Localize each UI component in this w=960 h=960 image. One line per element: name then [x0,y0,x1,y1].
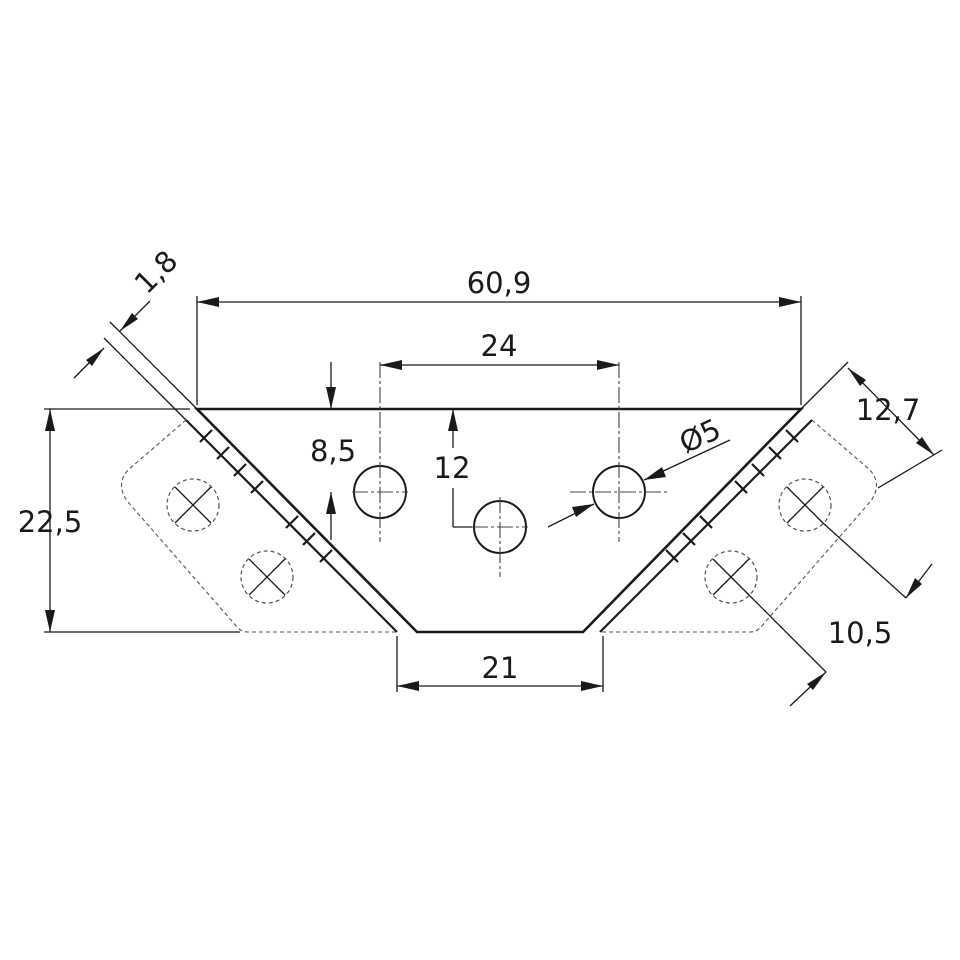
dim-label-hole-diameter: Ø5 [674,412,726,460]
left-bend-ticks [199,429,333,563]
wing-hole-left-1 [166,478,220,532]
dim-label-wing-hole-offset: 10,5 [828,616,893,650]
dim-hole-drop: 12 [428,409,476,528]
dim-bottom-width: 21 [396,636,604,692]
dim-label-overall-width: 60,9 [467,266,532,300]
wing-hole-right-2 [704,550,758,604]
dim-label-hole-spacing: 24 [481,329,518,363]
dim-label-height: 22,5 [18,505,83,539]
holes [352,362,668,577]
wing-hole-left-2 [240,550,294,604]
dim-thickness: 1,8 [73,244,198,421]
left-wing-hidden [120,419,397,633]
dim-height: 22,5 [18,408,240,633]
left-fold-line [185,419,398,633]
hole-centerlines [352,362,668,577]
dim-label-hole-offset: 8,5 [310,434,356,468]
dim-hole-spacing: 24 [380,329,619,370]
trapezoid-outline [193,407,805,634]
bracket-part [185,407,813,634]
dim-hole-offset: 8,5 [310,362,356,540]
dim-wing-hole-offset: 10,5 [748,522,933,707]
dim-label-thickness: 1,8 [128,244,185,301]
dim-label-hole-drop: 12 [434,451,471,485]
wing-hole-right-1 [778,478,832,532]
dim-overall-width: 60,9 [196,266,802,405]
dim-label-wing-width: 12,7 [856,393,921,427]
dim-label-bottom-width: 21 [482,651,519,685]
right-wing-hidden [600,419,878,633]
dim-wing-width: 12,7 [800,361,943,489]
right-bend-ticks [665,429,799,563]
